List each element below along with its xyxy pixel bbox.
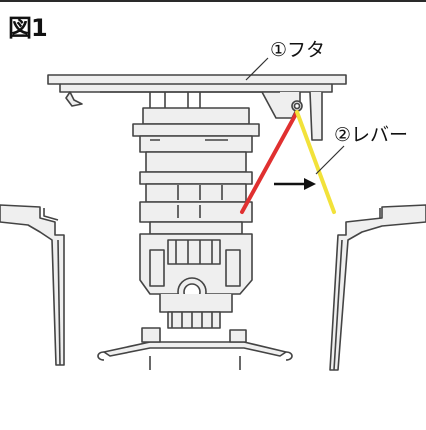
lever-leader-line [315, 145, 345, 175]
valve-trap [139, 233, 253, 313]
top-border [0, 0, 426, 2]
lever-label: ②レバー [334, 124, 409, 146]
arrow-right-icon [274, 178, 316, 190]
valve-body [139, 151, 253, 235]
lid-part [47, 74, 347, 141]
valve-cap [132, 107, 260, 153]
bottom-fitting [97, 311, 293, 370]
basin-left-wall [0, 204, 65, 366]
lid-leader-line [245, 57, 269, 81]
figure-title: 図1 [8, 14, 48, 42]
lever-red-line [240, 110, 299, 214]
lid-label: ①フタ [270, 39, 326, 61]
basin-right-wall [329, 204, 426, 371]
lever-yellow-line [295, 110, 336, 214]
